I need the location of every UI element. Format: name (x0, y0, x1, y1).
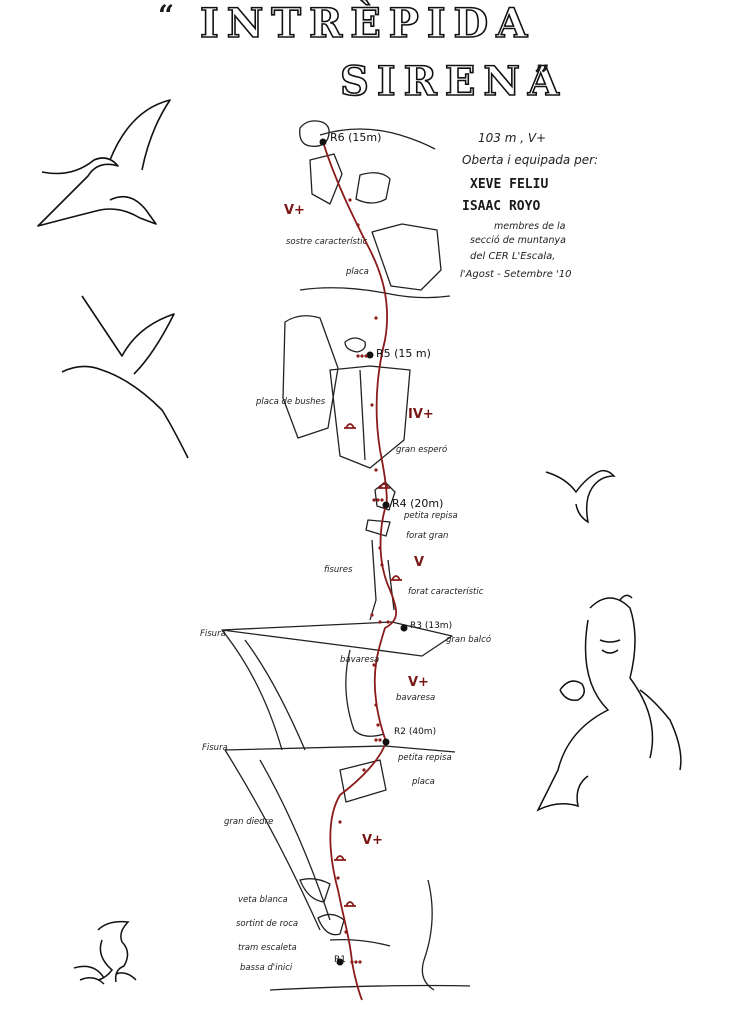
belay-label-r5: R5 (15 m) (376, 347, 431, 360)
members-line: l'Agost - Setembre '10 (460, 269, 572, 280)
members-line: secció de muntanya (470, 235, 566, 246)
belay-label-r3: R3 (13m) (410, 621, 453, 631)
feature-label: fisures (324, 565, 353, 575)
feature-label: bassa d'inici (240, 963, 293, 973)
feature-label: Fisura (200, 629, 226, 639)
feature-label: bavaresa (340, 655, 380, 665)
pitch-grade: V+ (408, 675, 429, 690)
feature-label: gran diedre (224, 817, 274, 827)
spit-icon (336, 198, 390, 964)
feature-label: Fisura (202, 743, 228, 753)
feature-label: bavaresa (396, 693, 436, 703)
pitch-grade: V+ (362, 833, 383, 848)
feature-label: petita repisa (398, 753, 452, 763)
route-title-line2: SIRENA (339, 58, 567, 105)
title-quote-close: ” (534, 59, 551, 92)
feature-label: tram escaleta (238, 943, 297, 953)
mermaid-icon (536, 594, 682, 812)
belay-label-r1: R1 (334, 955, 346, 965)
pitch-grade: IV+ (408, 407, 434, 422)
seagull-icon (545, 469, 616, 524)
feature-label: placa (412, 777, 435, 787)
belay-label-r6: R6 (15m) (330, 131, 382, 144)
members-line: membres de la (494, 221, 566, 232)
route-length-grade: 103 m , V+ (478, 131, 547, 145)
pitch-grade: V (414, 555, 425, 570)
belay-station-icon (319, 138, 408, 966)
pitch-grade: V+ (284, 203, 305, 218)
feature-label: gran balcó (446, 635, 492, 645)
feature-label: petita repisa (404, 511, 458, 521)
dolphin-icon (73, 920, 137, 985)
feature-label: sostre característic (286, 237, 368, 247)
feature-label: forat característic (408, 587, 484, 597)
feature-label: forat gran (406, 531, 449, 541)
feature-label: placa (346, 267, 369, 277)
belay-label-r4: R4 (20m) (392, 497, 444, 510)
opened-by-label: Oberta i equipada per: (462, 153, 599, 167)
members-line: del CER L'Escala, (470, 251, 556, 262)
piton-icon (334, 423, 402, 907)
route-line (322, 141, 398, 1001)
feature-label: sortint de roca (236, 919, 299, 929)
title-quote-open: “ (158, 0, 175, 32)
seagull-icon (37, 99, 189, 459)
feature-label: gran esperó (396, 445, 448, 455)
route-title-line1: INTRÈPIDA (199, 0, 536, 47)
author-name: ISAAC ROYO (462, 199, 541, 214)
feature-label: veta blanca (238, 895, 288, 905)
author-name: XEVE FELIU (470, 177, 549, 192)
feature-label: placa de bushes (256, 397, 326, 407)
belay-label-r2: R2 (40m) (394, 727, 437, 737)
